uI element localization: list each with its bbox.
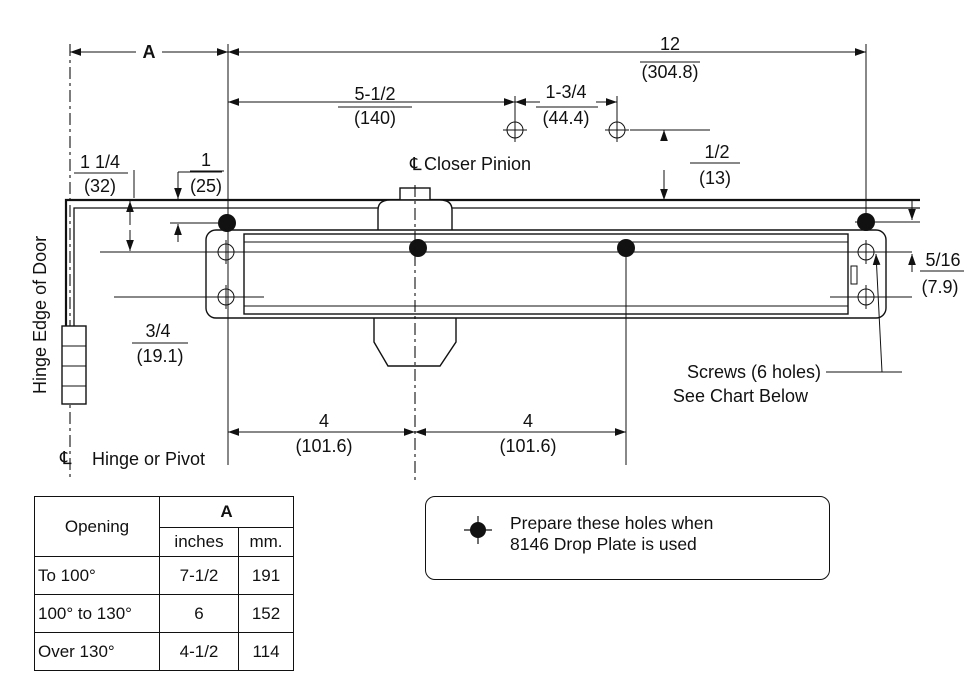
extension-lines <box>100 44 920 480</box>
screws-label-line2: See Chart Below <box>673 386 809 406</box>
hinge-centerline-symbol: ℄ <box>59 448 72 468</box>
dim-span-right-mm: (101.6) <box>499 436 556 456</box>
inches-cell: 6 <box>159 594 239 633</box>
a-column-header: A <box>159 496 294 528</box>
dim-pinion-to-hole-mm: (140) <box>354 108 396 128</box>
closer-pinion-label: Closer Pinion <box>424 154 531 174</box>
dim-a-label: A <box>143 42 156 62</box>
dim-screw-offset-mm: (19.1) <box>136 346 183 366</box>
dim-hole-spacing-mm: (44.4) <box>542 108 589 128</box>
table-row: Over 130° 4-1/2 114 <box>34 632 294 671</box>
closer-pinion-centerline-symbol: ℄ <box>409 154 422 174</box>
dim-hole-drop-in: 1/2 <box>704 142 729 162</box>
hinge-edge-label: Hinge Edge of Door <box>30 236 50 394</box>
door-edge <box>64 44 920 480</box>
drop-plate-hole <box>409 239 427 257</box>
dim-overall-mm: (304.8) <box>641 62 698 82</box>
dim-side-offset-in: 5/16 <box>925 250 960 270</box>
opening-cell: Over 130° <box>34 632 160 671</box>
dim-top-offset-in: 1 <box>201 150 211 170</box>
inches-cell: 4-1/2 <box>159 632 239 671</box>
dim-hole-spacing-in: 1-3/4 <box>545 82 586 102</box>
opening-column-header: Opening <box>34 496 160 557</box>
screws-label-line1: Screws (6 holes) <box>687 362 821 382</box>
dim-hinge-offset-mm: (32) <box>84 176 116 196</box>
mm-cell: 114 <box>238 632 294 671</box>
legend-line1: Prepare these holes when <box>510 513 714 533</box>
dim-span-left-in: 4 <box>319 411 329 431</box>
mm-cell: 152 <box>238 594 294 633</box>
opening-cell: 100° to 130° <box>34 594 160 633</box>
inches-cell: 7-1/2 <box>159 556 239 595</box>
drop-plate-hole <box>617 239 635 257</box>
legend-line2: 8146 Drop Plate is used <box>510 534 697 554</box>
fraction-bars <box>74 61 964 344</box>
hinge-knuckle <box>61 325 87 405</box>
screw-hole <box>605 118 629 142</box>
dim-span-right-in: 4 <box>523 411 533 431</box>
dim-overall-in: 12 <box>660 34 680 54</box>
inches-column-header: inches <box>159 527 239 557</box>
adjustment-valve <box>850 265 858 285</box>
dim-side-offset-mm: (7.9) <box>921 277 958 297</box>
closer-body <box>205 229 887 319</box>
dim-screw-offset-in: 3/4 <box>145 321 170 341</box>
table-row: To 100° 7-1/2 191 <box>34 556 294 595</box>
mm-column-header: mm. <box>238 527 294 557</box>
legend-text: Prepare these holes when 8146 Drop Plate… <box>510 513 713 555</box>
table-row: 100° to 130° 6 152 <box>34 594 294 633</box>
dim-hinge-offset-in: 1 1/4 <box>80 152 120 172</box>
opening-chart-table: Opening A inches mm. To 100° 7-1/2 191 1… <box>34 496 294 671</box>
dim-top-offset-mm: (25) <box>190 176 222 196</box>
dim-hole-drop-mm: (13) <box>699 168 731 188</box>
dimension-lines <box>70 48 916 436</box>
drop-plate-hole <box>218 214 236 232</box>
screw-hole <box>503 118 527 142</box>
opening-cell: To 100° <box>34 556 160 595</box>
mm-cell: 191 <box>238 556 294 595</box>
drop-plate-hole-icon <box>464 516 492 544</box>
drop-plate-legend: Prepare these holes when 8146 Drop Plate… <box>425 496 830 580</box>
hinge-pivot-label: Hinge or Pivot <box>92 449 205 469</box>
dim-span-left-mm: (101.6) <box>295 436 352 456</box>
dim-pinion-to-hole-in: 5-1/2 <box>354 84 395 104</box>
